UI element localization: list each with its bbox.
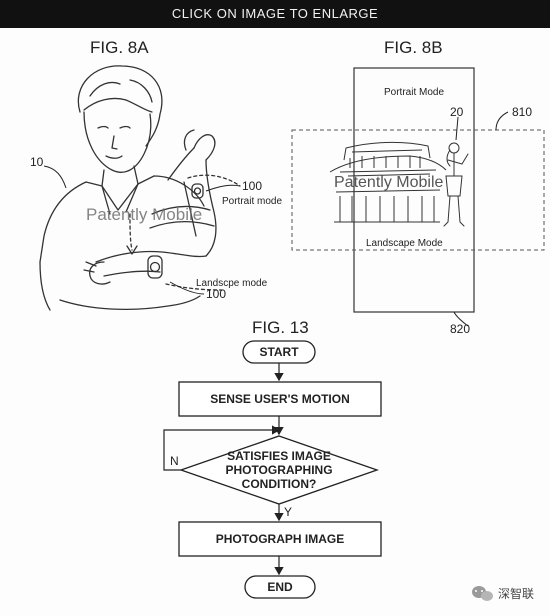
patent-figures-svg: FIG. 8A xyxy=(30,38,545,601)
end-node xyxy=(244,575,316,599)
yes-branch-label: Y xyxy=(284,505,292,519)
sense-motion-step xyxy=(178,381,382,417)
fig8a-ref-device-bottom: 100 xyxy=(206,287,226,301)
enlarge-banner[interactable]: CLICK ON IMAGE TO ENLARGE xyxy=(0,0,550,28)
fig8a-ref-person: 10 xyxy=(30,155,44,169)
fig8a-ref-device-top: 100 xyxy=(242,179,262,193)
fig8b-ref-landscape-frame: 810 xyxy=(512,105,532,119)
pagoda-illustration xyxy=(329,141,447,223)
source-badge-text: 深智联 xyxy=(498,586,534,601)
no-branch-label: N xyxy=(170,454,179,468)
fig8a-title: FIG. 8A xyxy=(90,38,149,57)
fig8b-title: FIG. 8B xyxy=(384,38,443,57)
landscape-frame xyxy=(291,129,545,251)
subject-figure xyxy=(443,142,469,227)
wechat-icon xyxy=(472,586,493,601)
person-illustration xyxy=(39,65,241,311)
photograph-image-step xyxy=(178,521,382,557)
fig8a-portrait-label: Portrait mode xyxy=(222,196,282,207)
fig8a-watermark: Patently Mobile xyxy=(86,205,202,224)
patent-figures-image[interactable]: FIG. 8A xyxy=(0,28,550,616)
fig8b-ref-portrait-frame: 820 xyxy=(450,322,470,336)
portrait-frame xyxy=(353,67,475,313)
decision-line-3: CONDITION? xyxy=(242,477,317,491)
decision-line-1: SATISFIES IMAGE xyxy=(227,449,331,463)
end-text: END xyxy=(267,580,293,594)
fig8b-ref-subject: 20 xyxy=(450,105,464,119)
sense-motion-text: SENSE USER'S MOTION xyxy=(210,392,350,406)
fig8b-watermark: Patently Mobile xyxy=(334,174,443,191)
fig13-title: FIG. 13 xyxy=(252,318,309,337)
fig8b-landscape-label: Landscape Mode xyxy=(366,238,443,249)
fig8a-landscape-label: Landscpe mode xyxy=(196,278,268,289)
photograph-image-text: PHOTOGRAPH IMAGE xyxy=(216,532,344,546)
start-text: START xyxy=(259,345,299,359)
decision-line-2: PHOTOGRAPHING xyxy=(225,463,332,477)
fig8b-portrait-label: Portrait Mode xyxy=(384,87,444,98)
